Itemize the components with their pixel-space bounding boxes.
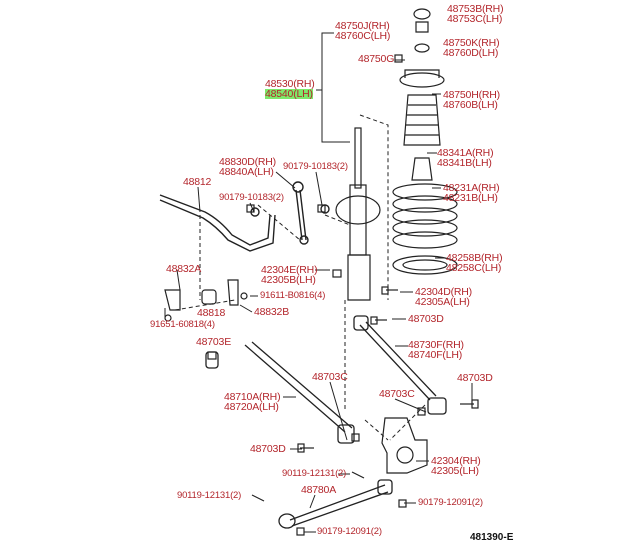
part-label[interactable]: 48530(RH) bbox=[265, 78, 315, 90]
part-label[interactable]: 48341A(RH) bbox=[437, 147, 494, 159]
part-label[interactable]: 42305B(LH) bbox=[261, 274, 316, 286]
part-label[interactable]: 90179-10183(2) bbox=[219, 192, 284, 203]
part-label[interactable]: 48720A(LH) bbox=[224, 401, 279, 413]
part-label[interactable]: 42304D(RH) bbox=[415, 286, 472, 298]
part-label[interactable]: 91611-B0816(4) bbox=[260, 290, 326, 301]
part-label[interactable]: 48740F(LH) bbox=[408, 349, 463, 361]
suspension-arms bbox=[205, 315, 447, 529]
part-label[interactable]: 90179-12091(2) bbox=[418, 497, 483, 508]
part-label-highlighted[interactable]: 48540(LH) bbox=[265, 88, 313, 100]
part-label[interactable]: 48231A(RH) bbox=[443, 182, 500, 194]
part-label[interactable]: 48753B(RH) bbox=[447, 3, 504, 15]
part-label[interactable]: 48703E bbox=[196, 336, 232, 348]
part-label[interactable]: 48840A(LH) bbox=[219, 166, 274, 178]
part-label[interactable]: 91651-60818(4) bbox=[150, 319, 215, 330]
stabilizer-bushing-brackets bbox=[164, 279, 248, 322]
part-label[interactable]: 48760B(LH) bbox=[443, 99, 498, 111]
part-label[interactable]: 90119-12131(2) bbox=[177, 490, 242, 501]
part-label[interactable]: 42304(RH) bbox=[431, 455, 481, 467]
part-label[interactable]: 48760C(LH) bbox=[335, 30, 391, 42]
part-label[interactable]: 42304E(RH) bbox=[261, 264, 318, 276]
part-label[interactable]: 48750G bbox=[358, 53, 395, 65]
part-label[interactable]: 48753C(LH) bbox=[447, 13, 503, 25]
rear-knuckle bbox=[381, 417, 428, 474]
part-label[interactable]: 42305(LH) bbox=[431, 465, 479, 477]
part-label[interactable]: 48750K(RH) bbox=[443, 37, 500, 49]
diagram-code: 481390-E bbox=[470, 532, 514, 543]
part-label[interactable]: 90179-12091(2) bbox=[317, 526, 382, 537]
leader-lines bbox=[164, 32, 473, 533]
strut-mount bbox=[399, 8, 445, 181]
shock-absorber bbox=[335, 127, 381, 301]
part-label[interactable]: 90119-12131(2) bbox=[282, 468, 347, 479]
stabilizer-bar bbox=[159, 181, 330, 252]
part-label[interactable]: 48730F(RH) bbox=[408, 339, 464, 351]
part-label[interactable]: 48780A bbox=[301, 484, 337, 496]
part-label[interactable]: 48818 bbox=[197, 307, 226, 319]
part-label[interactable]: 48812 bbox=[183, 176, 212, 188]
part-label[interactable]: 48703D bbox=[250, 443, 286, 455]
coil-spring bbox=[392, 183, 458, 275]
part-label[interactable]: 48830D(RH) bbox=[219, 156, 276, 168]
part-label[interactable]: 48760D(LH) bbox=[443, 47, 499, 59]
part-label[interactable]: 48832B bbox=[254, 306, 290, 318]
part-label[interactable]: 48703C bbox=[312, 371, 348, 383]
part-label[interactable]: 48703D bbox=[408, 313, 444, 325]
part-label[interactable]: 42305A(LH) bbox=[415, 296, 470, 308]
part-label[interactable]: 48750H(RH) bbox=[443, 89, 500, 101]
part-label[interactable]: 48703D bbox=[457, 372, 493, 384]
bolts-and-nuts bbox=[207, 54, 479, 536]
part-label[interactable]: 90179-10183(2) bbox=[283, 161, 348, 172]
part-label[interactable]: 48258B(RH) bbox=[446, 252, 503, 264]
dashed-guides bbox=[174, 114, 426, 441]
part-label[interactable]: 48832A bbox=[166, 263, 202, 275]
part-label[interactable]: 48258C(LH) bbox=[446, 262, 502, 274]
part-label[interactable]: 48231B(LH) bbox=[443, 192, 498, 204]
part-label[interactable]: 48710A(RH) bbox=[224, 391, 281, 403]
part-label[interactable]: 48703C bbox=[379, 388, 415, 400]
part-label[interactable]: 48750J(RH) bbox=[335, 20, 390, 32]
part-label[interactable]: 48341B(LH) bbox=[437, 157, 492, 169]
